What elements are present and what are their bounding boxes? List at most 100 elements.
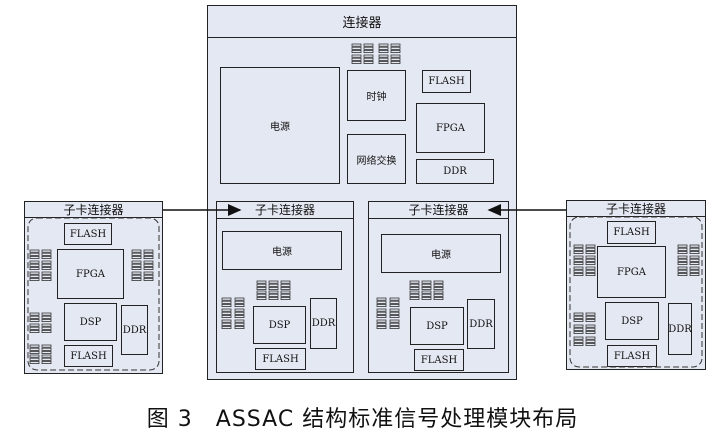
memory-chip-icon	[41, 354, 52, 364]
memory-chip-icon	[41, 249, 52, 259]
memory-chip-icon	[29, 354, 40, 364]
memory-chip-icon	[573, 255, 584, 265]
inner-right-connector-label: 子卡连接器	[408, 203, 469, 217]
memory-chip-icon	[41, 260, 52, 270]
inner-left-connector-label: 子卡连接器	[254, 203, 315, 217]
memory-chip-icon	[268, 290, 279, 300]
memory-chip-icon	[677, 255, 688, 265]
memory-chip-icon	[585, 336, 596, 346]
memory-chip-icon	[585, 255, 596, 265]
side-right-flash-bottom-label: FLASH	[613, 350, 651, 362]
main-ddr-block: DDR	[416, 159, 494, 184]
memory-chip-icon	[585, 244, 596, 254]
inner-left-ddr-block: DDR	[310, 298, 337, 349]
inner-left-ddr-label: DDR	[311, 318, 336, 329]
memory-chip-icon	[573, 266, 584, 276]
memory-chip-icon	[585, 266, 596, 276]
memory-chip-icon	[363, 43, 374, 54]
memory-chip-icon	[29, 344, 40, 354]
side-left-fpga-block: FPGA	[57, 249, 124, 299]
memory-chip-icon	[280, 280, 291, 290]
inner-right-power-block: 电源	[381, 234, 501, 273]
memory-chip-icon	[378, 43, 389, 54]
memory-chip-icon	[689, 244, 700, 254]
inner-right-flash-label: FLASH	[420, 354, 458, 366]
memory-chip-icon	[41, 271, 52, 281]
main-flash-label: FLASH	[428, 76, 465, 87]
memory-chip-icon	[689, 266, 700, 276]
memory-chip-icon	[221, 308, 232, 318]
memory-chip-icon	[268, 280, 279, 290]
memory-chip-icon	[433, 290, 444, 300]
memory-chip-icon	[29, 312, 40, 322]
memory-chip-icon	[41, 344, 52, 354]
side-left-dsp-block: DSP	[64, 303, 117, 341]
memory-chip-icon	[221, 319, 232, 329]
memory-chip-icon	[677, 244, 688, 254]
inner-left-dsp-label: DSP	[268, 319, 291, 331]
side-right-dsp-block: DSP	[605, 302, 659, 340]
memory-chip-icon	[234, 297, 245, 307]
inner-right-dsp-block: DSP	[410, 307, 464, 345]
memory-chip-icon	[41, 323, 52, 333]
memory-chip-icon	[389, 308, 400, 318]
side-left-ddr-block: DDR	[121, 305, 148, 355]
inner-right-ddr-block: DDR	[467, 299, 495, 349]
memory-chip-icon	[585, 324, 596, 334]
side-left-flash-top-block: FLASH	[64, 223, 112, 245]
side-right-ddr-block: DDR	[668, 303, 692, 355]
main-connector-label: 连接器	[342, 15, 382, 31]
memory-chip-icon	[351, 43, 362, 54]
main-flash-block: FLASH	[422, 70, 471, 93]
inner-right-flash-block: FLASH	[414, 349, 464, 371]
memory-chip-icon	[573, 312, 584, 322]
memory-chip-icon	[143, 249, 154, 259]
side-right-dashed-outline	[569, 216, 703, 368]
memory-chip-icon	[234, 319, 245, 329]
memory-chip-icon	[421, 290, 432, 300]
side-left-dashed-outline	[27, 217, 160, 371]
memory-chip-icon	[409, 280, 420, 290]
memory-chip-icon	[389, 319, 400, 329]
memory-chip-icon	[29, 249, 40, 259]
inner-right-connector-header: 子卡连接器	[368, 201, 509, 219]
memory-chip-icon	[433, 280, 444, 290]
main-ddr-label: DDR	[443, 166, 467, 177]
memory-chip-icon	[378, 54, 389, 65]
memory-chip-icon	[389, 297, 400, 307]
inner-right-power-label: 电源	[431, 250, 451, 261]
main-network-switch-label: 网络交换	[356, 155, 397, 167]
memory-chip-icon	[234, 308, 245, 318]
side-left-flash-bottom-block: FLASH	[64, 345, 113, 367]
memory-chip-icon	[131, 260, 142, 270]
side-left-connector-label: 子卡连接器	[63, 202, 124, 217]
main-power-label: 电源	[270, 122, 290, 133]
inner-left-flash-block: FLASH	[255, 348, 306, 370]
inner-right-ddr-label: DDR	[469, 318, 493, 330]
memory-chip-icon	[376, 319, 387, 329]
side-right-connector-label: 子卡连接器	[605, 201, 666, 216]
memory-chip-icon	[256, 290, 267, 300]
memory-chip-icon	[421, 280, 432, 290]
figure-caption: 图 3 ASSAC 结构标准信号处理模块布局	[146, 407, 579, 432]
memory-chip-icon	[573, 244, 584, 254]
memory-chip-icon	[143, 260, 154, 270]
side-right-dsp-label: DSP	[621, 315, 643, 327]
inner-left-connector-header: 子卡连接器	[216, 201, 354, 219]
inner-right-dsp-label: DSP	[426, 320, 448, 332]
memory-chip-icon	[131, 271, 142, 281]
main-power-block: 电源	[220, 67, 340, 184]
memory-chip-icon	[376, 308, 387, 318]
inner-left-power-label: 电源	[272, 247, 292, 258]
main-fpga-label: FPGA	[436, 122, 465, 134]
memory-chip-icon	[221, 297, 232, 307]
memory-chip-icon	[573, 324, 584, 334]
side-left-flash-top-label: FLASH	[69, 228, 107, 240]
memory-chip-icon	[256, 280, 267, 290]
main-network-switch-block: 网络交换	[347, 134, 406, 184]
main-fpga-block: FPGA	[416, 103, 485, 153]
inner-left-power-block: 电源	[222, 231, 342, 270]
side-left-flash-bottom-label: FLASH	[70, 350, 107, 362]
memory-chip-icon	[390, 43, 401, 54]
